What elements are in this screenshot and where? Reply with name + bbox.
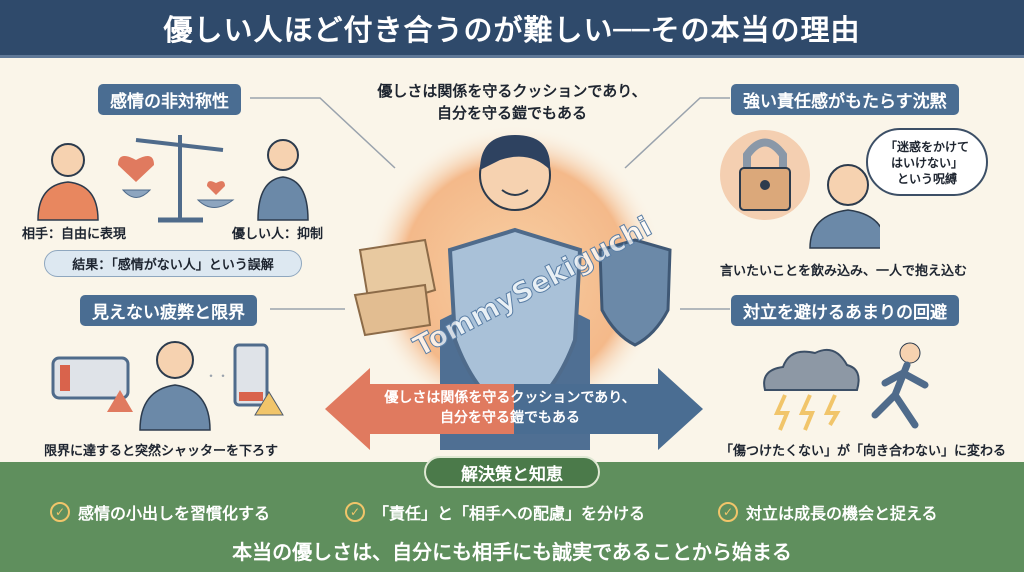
vertical-battery-icon xyxy=(233,343,269,407)
thought-line2: はいけない」 xyxy=(890,156,963,170)
thought-line1: 「迷惑をかけて xyxy=(884,140,969,154)
fatigue-caption: 限界に達すると突然シャッターを下ろす xyxy=(44,444,279,459)
solution-item: ✓ 対立は成長の機会と捉える xyxy=(718,500,938,524)
svg-text:・・・: ・・・ xyxy=(205,369,241,383)
section-label-asymmetry: 感情の非対称性 xyxy=(98,84,241,115)
solutions-title: 解決策と知恵 xyxy=(424,456,600,488)
caution-icon xyxy=(254,391,284,416)
battery-illustration: ・・・ xyxy=(51,341,284,431)
result-callout: 結果：「感情がない人」という誤解 xyxy=(44,250,302,277)
lock-icon xyxy=(743,138,787,170)
asymmetry-right-caption: 優しい人：抑制 xyxy=(232,227,324,242)
small-shield-icon xyxy=(598,238,672,347)
check-icon: ✓ xyxy=(345,502,365,522)
arrow-text: 優しさは関係を守るクッションであり、 自分を守る鎧でもある xyxy=(350,388,670,428)
lightning-icon xyxy=(773,394,790,431)
avoidance-caption: 「傷つけたくない」が「向き合わない」に変わる xyxy=(720,444,1007,459)
double-arrow xyxy=(325,368,703,450)
responsibility-caption: 言いたいことを飲み込み、一人で抱え込む xyxy=(720,264,968,279)
scale-illustration xyxy=(37,135,309,223)
connector-lines xyxy=(250,97,730,310)
closing-message: 本当の優しさは、自分にも相手にも誠実であることから始まる xyxy=(232,540,792,564)
small-heart-icon xyxy=(207,181,225,195)
solution-label: 感情の小出しを習慣化する xyxy=(78,504,271,523)
solution-item: ✓ 感情の小出しを習慣化する xyxy=(50,500,270,524)
woman-head xyxy=(51,143,85,177)
check-icon: ✓ xyxy=(718,502,738,522)
lock-illustration xyxy=(720,130,880,249)
storm-cloud-icon xyxy=(763,349,860,391)
center-quote: 優しさは関係を守るクッションであり、 自分を守る鎧でもある xyxy=(350,80,674,124)
page-title: 優しい人ほど付き合うのが難しい──その本当の理由 xyxy=(163,12,861,47)
center-quote-line1: 優しさは関係を守るクッションであり、 xyxy=(377,82,647,100)
section-label-fatigue: 見えない疲弊と限界 xyxy=(80,295,257,326)
check-icon: ✓ xyxy=(50,502,70,522)
asymmetry-left-caption: 相手：自由に表現 xyxy=(22,227,127,242)
solution-label: 「責任」と「相手への配慮」を分ける xyxy=(373,504,646,523)
title-bar: 優しい人ほど付き合うのが難しい──その本当の理由 xyxy=(0,0,1024,58)
thought-line3: という呪縛 xyxy=(896,172,957,186)
section-label-responsibility: 強い責任感がもたらす沈黙 xyxy=(731,84,959,115)
big-heart-icon xyxy=(118,156,154,182)
avoidance-illustration xyxy=(763,342,929,431)
arrow-text-line2: 自分を守る鎧でもある xyxy=(440,410,580,426)
warning-icon xyxy=(107,390,133,412)
smiling-person-head xyxy=(156,341,194,379)
section-label-avoidance: 対立を避けるあまりの回避 xyxy=(731,295,959,326)
solution-label: 対立は成長の機会と捉える xyxy=(746,504,938,523)
low-battery-icon xyxy=(51,356,130,400)
solution-item: ✓ 「責任」と「相手への配慮」を分ける xyxy=(345,500,645,524)
man-head xyxy=(267,139,299,171)
running-person-icon xyxy=(899,342,921,364)
worried-person-head xyxy=(827,164,869,206)
arrow-text-line1: 優しさは関係を守るクッションであり、 xyxy=(384,390,636,406)
center-quote-line2: 自分を守る鎧でもある xyxy=(436,104,587,122)
thought-bubble: 「迷惑をかけて はいけない」 という呪縛 xyxy=(866,128,988,196)
